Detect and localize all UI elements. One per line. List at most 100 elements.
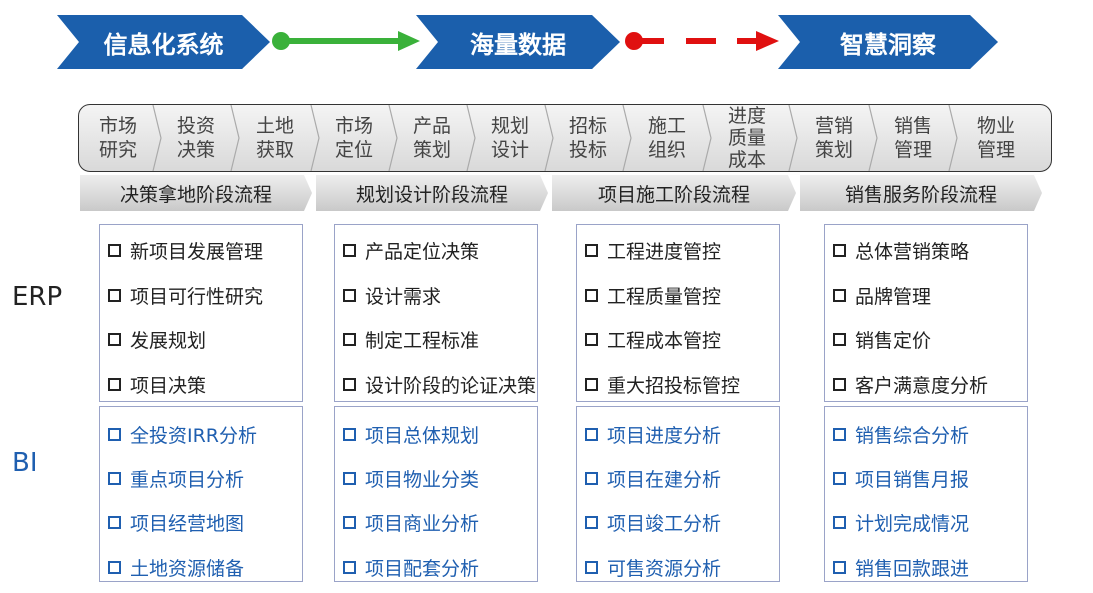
list-item: 项目可行性研究: [108, 282, 263, 309]
phase-planning-design: 规划设计阶段流程: [316, 175, 548, 211]
step-separators: [152, 105, 958, 171]
list-item: 客户满意度分析: [833, 371, 988, 398]
list-item: 项目商业分析: [343, 509, 479, 536]
checkbox-icon: [585, 244, 598, 257]
checkbox-icon: [343, 561, 356, 574]
stage-banner-insight: 智慧洞察: [778, 15, 998, 69]
list-item: 计划完成情况: [833, 509, 969, 536]
step-schedule-quality-cost: 进度质量成本: [727, 105, 766, 171]
list-item: 项目物业分类: [343, 465, 479, 492]
checkbox-icon: [585, 516, 598, 529]
erp-box-sales: 总体营销策略 品牌管理 销售定价 客户满意度分析: [824, 224, 1028, 402]
bi-box-construction: 项目进度分析 项目在建分析 项目竣工分析 可售资源分析: [576, 406, 780, 582]
process-steps-strip: 市场研究 投资决策 土地获取 市场定位 产品策划 规划设计 招标投标 施工组织 …: [78, 104, 1052, 172]
checkbox-icon: [833, 289, 846, 302]
checkbox-icon: [585, 289, 598, 302]
stage-label: 信息化系统: [103, 30, 224, 59]
list-item: 项目总体规划: [343, 421, 479, 448]
checkbox-icon: [108, 378, 121, 391]
checkbox-icon: [585, 472, 598, 485]
checkbox-icon: [833, 472, 846, 485]
list-item: 设计阶段的论证决策: [343, 371, 536, 398]
list-item: 销售综合分析: [833, 421, 969, 448]
list-item: 可售资源分析: [585, 554, 721, 581]
step-market-positioning: 市场定位: [334, 115, 373, 161]
list-item: 发展规划: [108, 326, 206, 353]
checkbox-icon: [343, 333, 356, 346]
checkbox-icon: [585, 561, 598, 574]
list-item: 制定工程标准: [343, 326, 479, 353]
list-item: 新项目发展管理: [108, 237, 263, 264]
checkbox-icon: [833, 378, 846, 391]
list-item: 重大招投标管控: [585, 371, 740, 398]
stage-connectors: [272, 31, 779, 51]
checkbox-icon: [108, 428, 121, 441]
bi-box-planning: 项目总体规划 项目物业分类 项目商业分析 项目配套分析: [334, 406, 538, 582]
list-item: 销售回款跟进: [833, 554, 969, 581]
step-product-planning: 产品策划: [412, 115, 451, 161]
checkbox-icon: [108, 472, 121, 485]
list-item: 全投资IRR分析: [108, 421, 257, 448]
phase-sales-service: 销售服务阶段流程: [800, 175, 1042, 211]
list-item: 项目经营地图: [108, 509, 244, 536]
bi-box-sales: 销售综合分析 项目销售月报 计划完成情况 销售回款跟进: [824, 406, 1028, 582]
step-construction-organization: 施工组织: [647, 115, 686, 161]
list-item: 品牌管理: [833, 282, 931, 309]
list-item: 项目配套分析: [343, 554, 479, 581]
list-item: 项目进度分析: [585, 421, 721, 448]
checkbox-icon: [108, 561, 121, 574]
step-marketing-planning: 营销策划: [814, 115, 853, 161]
checkbox-icon: [108, 333, 121, 346]
step-property-management: 物业管理: [976, 115, 1015, 161]
step-investment-decision: 投资决策: [176, 115, 215, 161]
phase-construction: 项目施工阶段流程: [552, 175, 796, 211]
list-item: 项目决策: [108, 371, 206, 398]
checkbox-icon: [343, 289, 356, 302]
row-label-bi: BI: [12, 448, 38, 478]
list-item: 项目竣工分析: [585, 509, 721, 536]
checkbox-icon: [585, 428, 598, 441]
bi-box-decision: 全投资IRR分析 重点项目分析 项目经营地图 土地资源储备: [99, 406, 303, 582]
checkbox-icon: [343, 516, 356, 529]
checkbox-icon: [108, 289, 121, 302]
checkbox-icon: [833, 244, 846, 257]
green-arrow: [272, 31, 420, 51]
list-item: 产品定位决策: [343, 237, 479, 264]
checkbox-icon: [585, 378, 598, 391]
list-item: 工程成本管控: [585, 326, 721, 353]
list-item: 设计需求: [343, 282, 441, 309]
checkbox-icon: [108, 244, 121, 257]
step-sales-management: 销售管理: [893, 115, 932, 161]
erp-box-decision: 新项目发展管理 项目可行性研究 发展规划 项目决策: [99, 224, 303, 402]
stage-banner-info-system: 信息化系统: [57, 15, 270, 69]
checkbox-icon: [343, 428, 356, 441]
checkbox-icon: [343, 472, 356, 485]
checkbox-icon: [585, 333, 598, 346]
checkbox-icon: [833, 428, 846, 441]
list-item: 项目销售月报: [833, 465, 969, 492]
list-item: 土地资源储备: [108, 554, 244, 581]
list-item: 工程进度管控: [585, 237, 721, 264]
list-item: 总体营销策略: [833, 237, 969, 264]
checkbox-icon: [343, 378, 356, 391]
stage-label: 海量数据: [470, 30, 566, 59]
checkbox-icon: [343, 244, 356, 257]
phase-decision-land: 决策拿地阶段流程: [80, 175, 312, 211]
checkbox-icon: [108, 516, 121, 529]
step-bidding: 招标投标: [568, 115, 607, 161]
step-planning-design: 规划设计: [490, 115, 529, 161]
list-item: 工程质量管控: [585, 282, 721, 309]
stage-label: 智慧洞察: [840, 30, 936, 59]
list-item: 销售定价: [833, 326, 931, 353]
red-dashed-arrow: [625, 31, 779, 51]
step-land-acquisition: 土地获取: [255, 115, 294, 161]
checkbox-icon: [833, 516, 846, 529]
row-label-erp: ERP: [12, 282, 63, 312]
checkbox-icon: [833, 561, 846, 574]
list-item: 重点项目分析: [108, 465, 244, 492]
erp-box-planning: 产品定位决策 设计需求 制定工程标准 设计阶段的论证决策: [334, 224, 538, 402]
step-market-research: 市场研究: [98, 115, 137, 161]
erp-box-construction: 工程进度管控 工程质量管控 工程成本管控 重大招投标管控: [576, 224, 780, 402]
stage-banner-big-data: 海量数据: [416, 15, 620, 69]
list-item: 项目在建分析: [585, 465, 721, 492]
